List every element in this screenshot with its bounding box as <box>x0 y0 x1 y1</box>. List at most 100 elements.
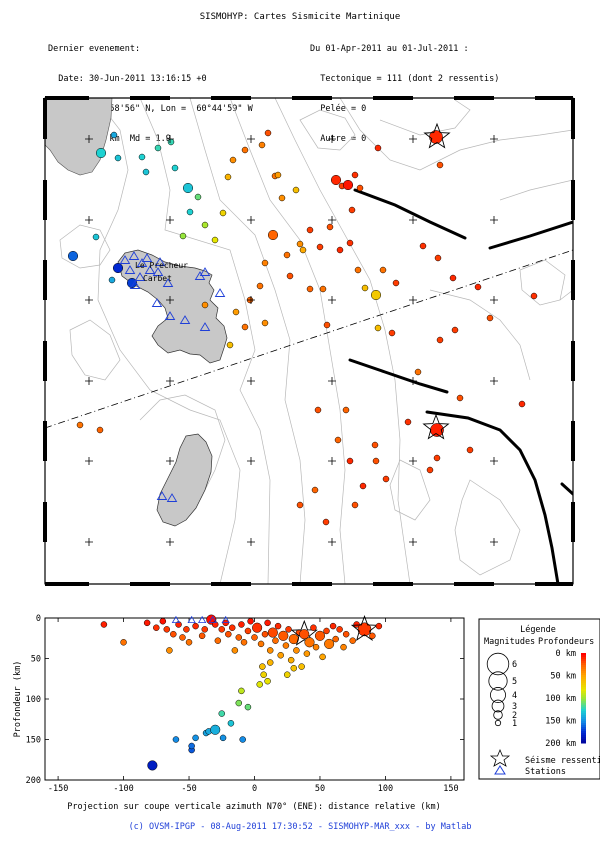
y-tick-label: 50 <box>31 655 41 665</box>
info-line: Date: 30-Jun-2011 13:16:15 +0 <box>48 74 207 84</box>
legend-depth-colorbar-segment <box>581 701 586 704</box>
earthquake-marker <box>296 501 304 509</box>
x-tick-label: -50 <box>181 784 196 794</box>
earthquake-marker <box>264 129 272 137</box>
earthquake-marker <box>451 326 459 334</box>
profile-event-marker <box>342 630 350 638</box>
info-line: Dernier evenement: <box>48 44 141 54</box>
profile-event-marker <box>264 619 271 627</box>
profile-event-marker <box>143 619 151 627</box>
earthquake-marker <box>226 341 234 349</box>
legend-magnitude-label: 1 <box>512 719 517 729</box>
profile-event-marker <box>218 626 226 633</box>
legend-depth-colorbar-segment <box>581 653 586 656</box>
legend-depth-colorbar-segment <box>581 723 586 726</box>
legend-depth-colorbar-segment <box>581 727 586 730</box>
legend-depth-label: 200 km <box>545 739 576 749</box>
grid-cross <box>490 135 498 143</box>
legend-depth-colorbar-segment <box>581 669 586 672</box>
legend-depth-colorbar-segment <box>581 667 586 670</box>
grid-cross <box>247 457 255 465</box>
earthquake-marker <box>261 319 269 327</box>
earthquake-marker <box>436 161 444 169</box>
grid-cross <box>85 216 93 224</box>
legend-stations-label: Stations <box>525 767 566 777</box>
map-grid-crosses <box>85 135 498 546</box>
profile-event-marker <box>188 742 195 750</box>
earthquake-marker <box>194 193 202 201</box>
grid-cross <box>409 377 417 385</box>
profile-event-marker <box>172 736 180 743</box>
earthquake-marker <box>186 208 194 216</box>
legend-depth-colorbar-segment <box>581 693 586 696</box>
legend-depth-colorbar-segment <box>581 679 586 682</box>
profile-event-marker <box>235 634 243 641</box>
earthquake-marker <box>356 184 364 192</box>
earthquake-marker <box>306 285 314 293</box>
profile-event-marker <box>185 639 193 646</box>
earthquake-marker <box>229 156 237 164</box>
legend-depth-label: 50 km <box>550 672 576 682</box>
legend-depth-colorbar-segment <box>581 683 586 686</box>
earthquake-marker <box>112 262 124 274</box>
earthquake-marker <box>67 250 79 262</box>
profile-event-marker <box>264 677 271 685</box>
profile-event-marker <box>192 734 199 742</box>
earthquake-marker <box>426 466 434 474</box>
profile-event-marker <box>147 760 158 771</box>
earthquake-marker <box>283 251 291 259</box>
earthquake-marker <box>456 394 464 402</box>
profile-event-marker <box>266 659 274 666</box>
grid-cross <box>247 377 255 385</box>
earthquake-marker <box>348 206 356 214</box>
earthquake-marker <box>388 329 396 337</box>
legend-magnitude-label: 6 <box>512 660 517 670</box>
profile-event-marker <box>340 643 347 651</box>
profile-event-marker <box>170 630 177 638</box>
earthquake-marker <box>374 144 382 152</box>
grid-cross <box>166 538 174 546</box>
profile-event-marker <box>285 626 292 633</box>
place-label-carbet: Carbet <box>143 274 172 283</box>
grid-cross <box>328 457 336 465</box>
profile-event-marker <box>304 637 315 648</box>
profile-frame <box>44 617 465 781</box>
station-marker <box>141 253 153 262</box>
legend-depth-label: 0 km <box>556 649 576 659</box>
page-title: SISMOHYP: Cartes Sismicite Martinique <box>199 12 401 22</box>
profile-event-marker <box>252 622 263 633</box>
profile-station-marker <box>171 615 181 624</box>
earthquake-marker <box>449 274 457 282</box>
station-marker <box>162 278 174 287</box>
profile-event-marker <box>329 622 337 630</box>
profile-event-marker <box>323 627 330 635</box>
earthquake-marker <box>486 314 494 322</box>
earthquake-marker <box>278 194 286 202</box>
grid-cross <box>409 216 417 224</box>
earthquake-marker <box>404 418 412 426</box>
profile-event-marker <box>239 736 246 743</box>
legend-magnitude-label: 3 <box>512 702 517 712</box>
grid-cross <box>166 457 174 465</box>
grid-cross <box>328 296 336 304</box>
earthquake-marker <box>224 173 232 181</box>
earthquake-marker <box>466 446 474 454</box>
profile-event-marker <box>163 626 171 633</box>
earthquake-marker <box>241 323 249 331</box>
earthquake-marker <box>96 426 104 434</box>
profile-event-marker <box>120 639 127 646</box>
profile-event-marker <box>244 627 252 635</box>
earthquake-marker <box>299 246 307 254</box>
seismicity-map: Le Precheur Carbet <box>43 96 575 586</box>
profile-event-marker <box>312 643 320 651</box>
earthquake-marker <box>211 236 219 244</box>
legend-depth-colorbar-segment <box>581 709 586 712</box>
profile-event-marker <box>266 647 274 654</box>
earthquake-marker <box>241 146 249 154</box>
earthquake-marker <box>370 289 382 301</box>
legend-felt-label: Séisme ressenti <box>525 755 600 766</box>
profile-event-marker <box>166 647 173 654</box>
earthquake-marker <box>354 266 362 274</box>
earthquake-marker <box>258 141 266 149</box>
profile-event-marker <box>369 632 376 640</box>
